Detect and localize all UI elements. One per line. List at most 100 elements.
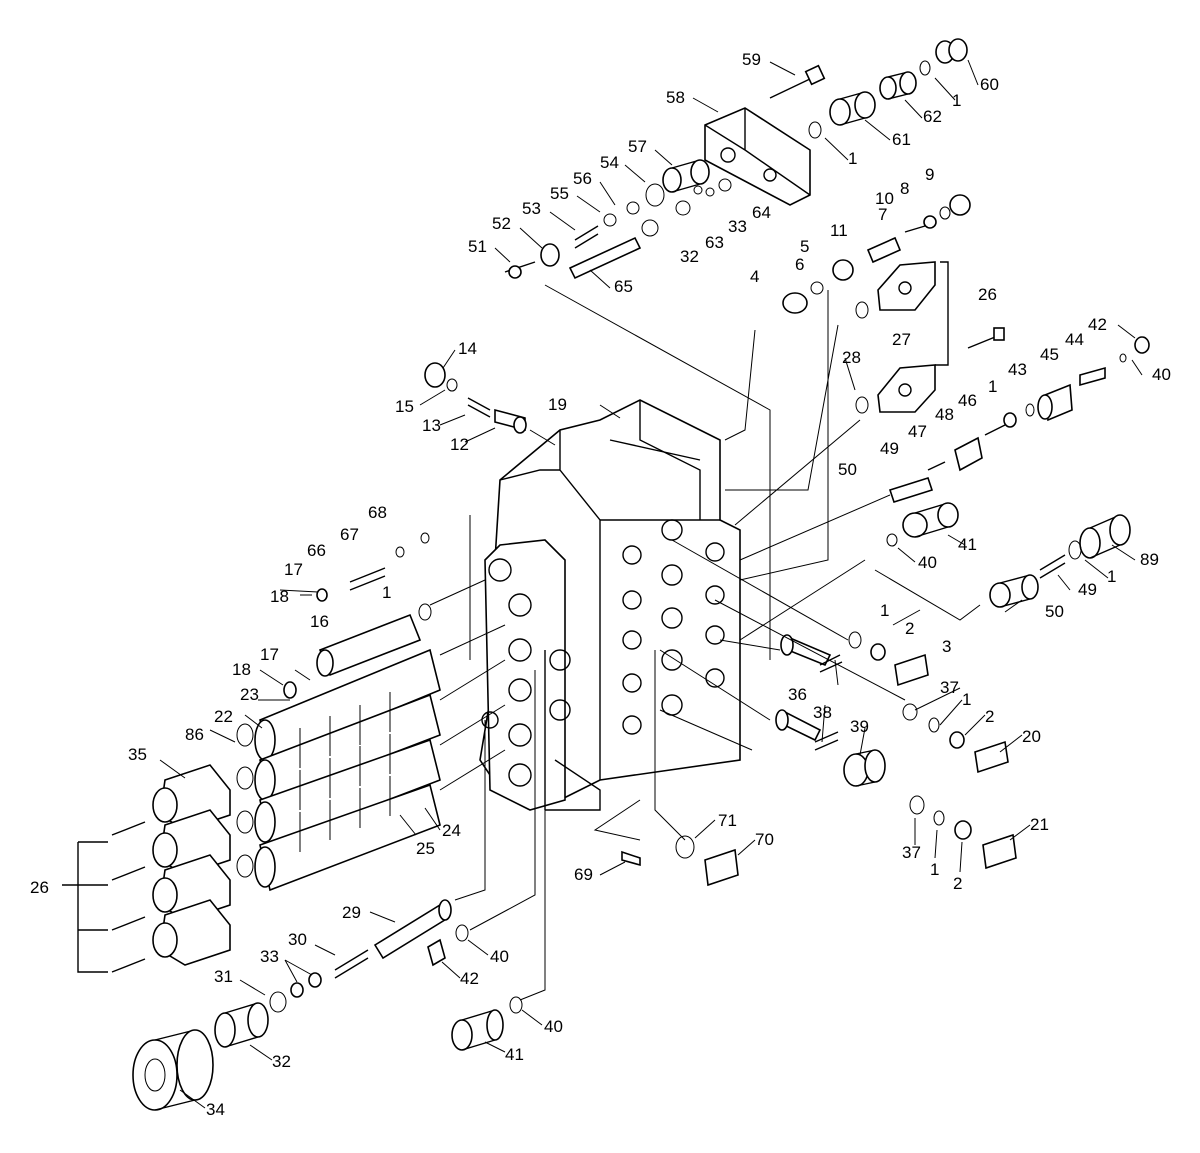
callout-label: 48 <box>935 405 954 424</box>
callout-label: 42 <box>1088 315 1107 334</box>
callout-label: 36 <box>788 685 807 704</box>
callout-label: 1 <box>962 690 971 709</box>
callout-label: 44 <box>1065 330 1084 349</box>
callout-label: 1 <box>952 91 961 110</box>
callout-label: 28 <box>842 348 861 367</box>
spool-group <box>236 532 441 892</box>
callout-label: 29 <box>342 903 361 922</box>
right-side-parts <box>886 336 1150 608</box>
callout-label: 25 <box>416 839 435 858</box>
callout-label: 69 <box>574 865 593 884</box>
callout-label: 18 <box>270 587 289 606</box>
callout-label: 1 <box>1107 567 1116 586</box>
callout-label: 71 <box>718 811 737 830</box>
callout-label: 64 <box>752 203 771 222</box>
callout-label: 42 <box>460 969 479 988</box>
callout-label: 26 <box>30 878 49 897</box>
callout-label: 19 <box>548 395 567 414</box>
callout-label: 16 <box>310 612 329 631</box>
callout-label: 70 <box>755 830 774 849</box>
right-upper-parts <box>782 194 1005 414</box>
spool-bores <box>481 558 571 787</box>
callout-label: 22 <box>214 707 233 726</box>
callout-label: 52 <box>492 214 511 233</box>
bottom-parts <box>132 899 523 1111</box>
callout-label: 57 <box>628 137 647 156</box>
callout-label: 40 <box>918 553 937 572</box>
callout-label: 33 <box>728 217 747 236</box>
callout-label: 5 <box>800 237 809 256</box>
callout-label: 15 <box>395 397 414 416</box>
callout-label: 45 <box>1040 345 1059 364</box>
callout-label: 89 <box>1140 550 1159 569</box>
callout-label: 58 <box>666 88 685 107</box>
caps-group <box>62 764 231 973</box>
callout-label: 86 <box>185 725 204 744</box>
callout-label: 7 <box>878 205 887 224</box>
callout-label: 54 <box>600 153 619 172</box>
callout-label: 24 <box>442 821 461 840</box>
callout-label: 46 <box>958 391 977 410</box>
leader-lines <box>429 284 981 1001</box>
callout-label: 59 <box>742 50 761 69</box>
callout-label: 47 <box>908 422 927 441</box>
callout-label: 34 <box>206 1100 225 1119</box>
valve-body <box>479 399 741 811</box>
callout-label: 31 <box>214 967 233 986</box>
callout-label: 55 <box>550 184 569 203</box>
callout-label: 1 <box>880 601 889 620</box>
callout-label: 40 <box>1152 365 1171 384</box>
callout-label: 17 <box>284 560 303 579</box>
callout-label: 37 <box>902 843 921 862</box>
label-leaders <box>159 59 1143 1109</box>
callout-label: 33 <box>260 947 279 966</box>
callout-label: 12 <box>450 435 469 454</box>
callout-label: 2 <box>953 874 962 893</box>
body-ports <box>622 519 725 735</box>
callout-label: 1 <box>848 149 857 168</box>
callout-label: 17 <box>260 645 279 664</box>
callout-label: 68 <box>368 503 387 522</box>
callout-label: 49 <box>880 439 899 458</box>
callout-label: 2 <box>985 707 994 726</box>
callout-label: 61 <box>892 130 911 149</box>
callout-label: 3 <box>942 637 951 656</box>
callout-label: 60 <box>980 75 999 94</box>
callout-label: 11 <box>830 221 848 240</box>
callout-label: 32 <box>680 247 699 266</box>
callout-label: 37 <box>940 678 959 697</box>
top-cover-group <box>504 38 968 280</box>
callout-label: 8 <box>900 179 909 198</box>
callout-label: 13 <box>422 416 441 435</box>
callout-label: 18 <box>232 660 251 679</box>
callout-label: 50 <box>838 460 857 479</box>
callout-label: 10 <box>875 189 894 208</box>
callout-label: 14 <box>458 339 477 358</box>
callout-label: 38 <box>813 703 832 722</box>
callout-label: 53 <box>522 199 541 218</box>
callout-label: 67 <box>340 525 359 544</box>
callout-label: 43 <box>1008 360 1027 379</box>
callout-label: 49 <box>1078 580 1097 599</box>
callout-label: 9 <box>925 165 934 184</box>
callout-label: 4 <box>750 267 759 286</box>
callout-label: 21 <box>1030 815 1049 834</box>
top-left-parts <box>424 362 527 434</box>
callout-label: 1 <box>382 583 391 602</box>
callout-label: 39 <box>850 717 869 736</box>
callout-label: 26 <box>978 285 997 304</box>
callout-label: 1 <box>930 860 939 879</box>
callout-label: 6 <box>795 255 804 274</box>
callout-label: 20 <box>1022 727 1041 746</box>
callout-label: 40 <box>544 1017 563 1036</box>
callout-labels: 59 60 58 1 62 61 1 57 54 56 55 53 52 51 … <box>30 50 1171 1119</box>
callout-label: 27 <box>892 330 911 349</box>
callout-label: 40 <box>490 947 509 966</box>
right-middle-parts <box>621 631 1017 887</box>
callout-label: 1 <box>988 377 997 396</box>
callout-label: 30 <box>288 930 307 949</box>
callout-label: 63 <box>705 233 724 252</box>
callout-label: 66 <box>307 541 326 560</box>
